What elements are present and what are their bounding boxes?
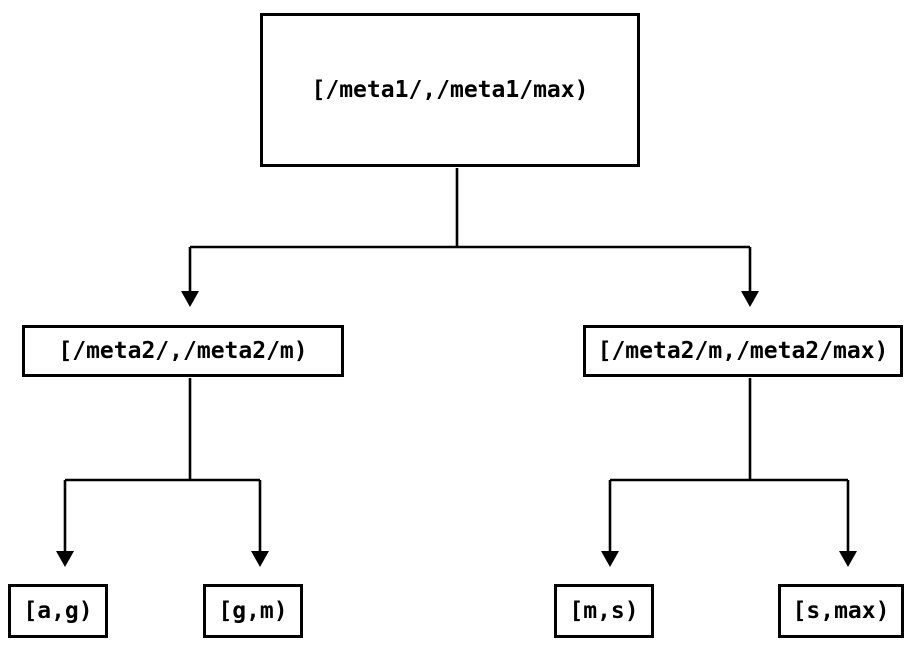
arrowhead-down-icon: [601, 551, 619, 567]
edge-root-to-children: [181, 168, 759, 307]
tree-node-leaf-ms-label: [m,s): [569, 598, 639, 624]
arrowhead-down-icon: [181, 291, 199, 307]
tree-node-leaf-ag-label: [a,g): [23, 598, 93, 624]
tree-node-leaf-gm: [g,m): [203, 584, 303, 638]
tree-node-right-label: [/meta2/m,/meta2/max): [597, 338, 889, 364]
tree-node-leaf-ms: [m,s): [554, 584, 654, 638]
arrowhead-down-icon: [251, 551, 269, 567]
arrowhead-down-icon: [56, 551, 74, 567]
arrowhead-down-icon: [741, 291, 759, 307]
tree-node-left-label: [/meta2/,/meta2/m): [58, 338, 308, 364]
tree-node-leaf-ag: [a,g): [8, 584, 108, 638]
tree-node-leaf-gm-label: [g,m): [218, 598, 288, 624]
tree-node-root: [/meta1/,/meta1/max): [260, 13, 640, 167]
tree-node-root-label: [/meta1/,/meta1/max): [311, 77, 589, 103]
tree-node-left: [/meta2/,/meta2/m): [22, 325, 344, 377]
edge-right-to-leaves: [601, 378, 857, 567]
arrowhead-down-icon: [839, 551, 857, 567]
tree-node-leaf-smax: [s,max): [778, 584, 904, 638]
tree-node-right: [/meta2/m,/meta2/max): [583, 325, 903, 377]
tree-node-leaf-smax-label: [s,max): [792, 598, 890, 624]
edge-left-to-leaves: [56, 378, 269, 567]
